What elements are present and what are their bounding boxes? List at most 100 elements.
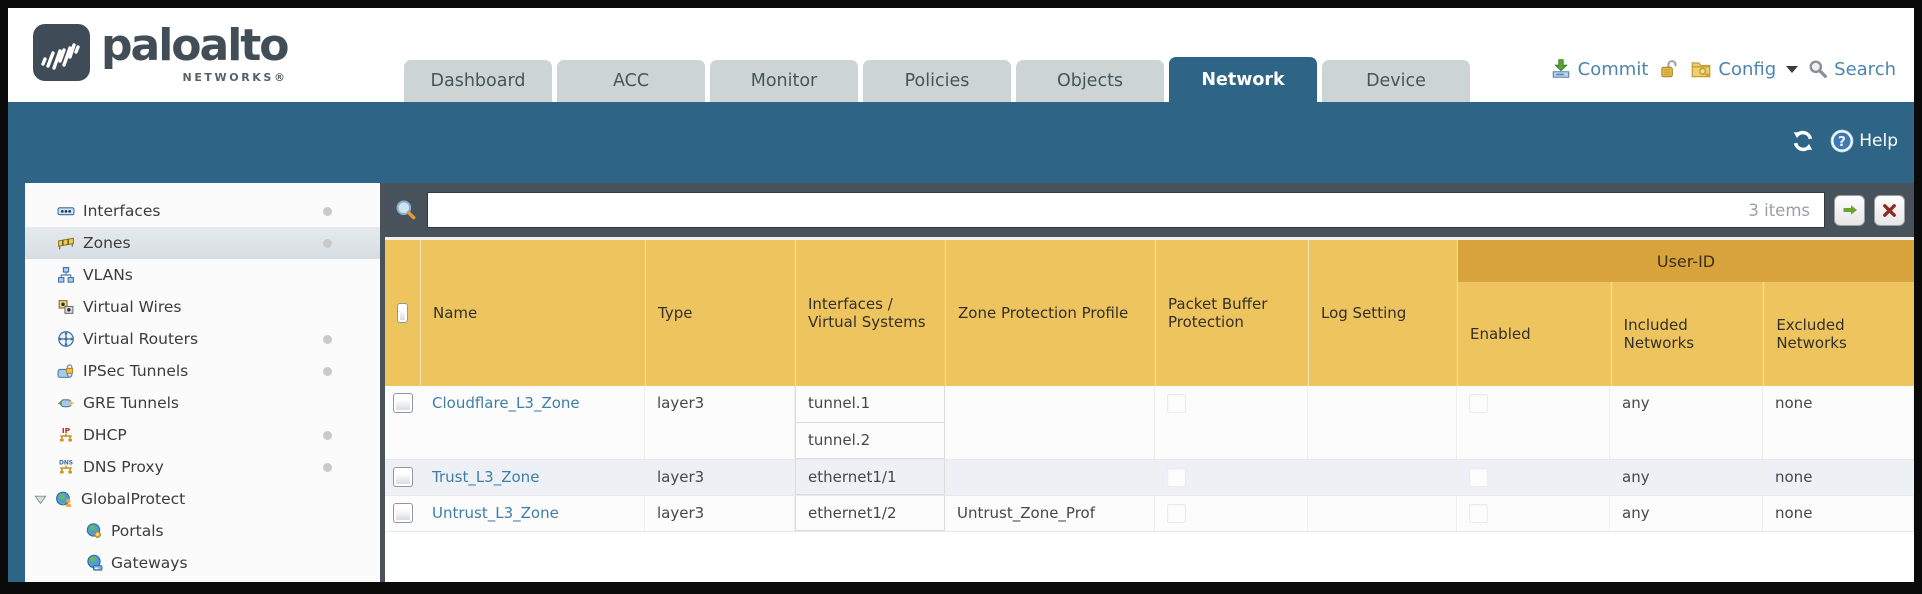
interface-value: tunnel.2 xyxy=(796,423,944,459)
cell-interfaces: ethernet1/1 xyxy=(795,460,945,495)
config-menu[interactable]: Config xyxy=(1690,58,1799,80)
col-header-included-networks[interactable]: Included Networks xyxy=(1610,282,1764,386)
tab-acc[interactable]: ACC xyxy=(557,60,705,102)
user-id-column-group: User-ID Enabled Included Networks Exclud… xyxy=(1457,240,1914,386)
enabled-checkbox xyxy=(1469,468,1488,487)
col-header-name[interactable]: Name xyxy=(420,240,645,386)
filter-input[interactable] xyxy=(428,193,1824,227)
table-header: Name Type Interfaces / Virtual Systems Z… xyxy=(385,240,1914,386)
cell-log-setting xyxy=(1308,496,1457,531)
zone-name-link[interactable]: Trust_L3_Zone xyxy=(432,468,540,486)
tab-monitor[interactable]: Monitor xyxy=(710,60,858,102)
row-checkbox[interactable] xyxy=(392,393,413,413)
table-row: Cloudflare_L3_Zone layer3 tunnel.1 tunne… xyxy=(385,386,1914,460)
expander-icon[interactable] xyxy=(34,493,47,506)
sidebar-item-virtual-wires[interactable]: Virtual Wires xyxy=(25,291,380,323)
arrow-right-icon xyxy=(1843,205,1857,215)
portals-icon xyxy=(86,523,101,538)
cell-packet-buffer-protection xyxy=(1155,496,1308,531)
brand-subtitle: NETWORKS® xyxy=(182,71,288,84)
sidebar-item-label: Interfaces xyxy=(83,202,161,220)
sidebar-item-ipsec-tunnels[interactable]: IPSec Tunnels xyxy=(25,355,380,387)
sidebar: Interfaces Zones VLANs xyxy=(25,183,380,582)
band-actions: ? Help xyxy=(1790,128,1898,154)
cell-packet-buffer-protection xyxy=(1155,460,1308,495)
global-search-button[interactable]: Search xyxy=(1808,59,1896,80)
help-icon: ? xyxy=(1830,129,1854,153)
sidebar-item-interfaces[interactable]: Interfaces xyxy=(25,195,380,227)
svg-text:IP: IP xyxy=(62,426,71,435)
cell-packet-buffer-protection xyxy=(1155,386,1308,459)
sidebar-item-gre-tunnels[interactable]: GRE Tunnels xyxy=(25,387,380,419)
zones-table: Name Type Interfaces / Virtual Systems Z… xyxy=(385,240,1914,532)
sidebar-item-label: Portals xyxy=(111,522,164,540)
sidebar-item-label: GlobalProtect xyxy=(81,490,186,508)
packet-buffer-checkbox xyxy=(1167,468,1186,487)
sidebar-item-gateways[interactable]: Gateways xyxy=(25,547,380,579)
top-bar: paloalto NETWORKS® Dashboard ACC Monitor… xyxy=(8,8,1914,102)
cell-user-id-enabled xyxy=(1457,386,1610,459)
header-select-cell xyxy=(385,240,420,386)
sidebar-item-label: GRE Tunnels xyxy=(83,394,180,412)
table-row: Untrust_L3_Zone layer3 ethernet1/2 Untru… xyxy=(385,496,1914,532)
tab-network[interactable]: Network xyxy=(1169,57,1317,102)
cell-interfaces: tunnel.1 tunnel.2 xyxy=(795,386,945,459)
left-gutter xyxy=(8,183,25,582)
brand-name: paloalto xyxy=(101,20,290,71)
user-id-subcolumns: Enabled Included Networks Excluded Netwo… xyxy=(1458,282,1914,386)
commit-icon xyxy=(1552,59,1569,78)
col-header-log-setting[interactable]: Log Setting xyxy=(1308,240,1457,386)
svg-text:?: ? xyxy=(1838,134,1846,150)
tab-device[interactable]: Device xyxy=(1322,60,1470,102)
apply-filter-button[interactable] xyxy=(1834,194,1865,226)
col-header-zone-protection-profile[interactable]: Zone Protection Profile xyxy=(945,240,1155,386)
gateways-icon xyxy=(87,554,103,571)
row-checkbox[interactable] xyxy=(392,503,413,523)
cell-excluded-networks: none xyxy=(1763,460,1914,495)
virtual-wires-icon xyxy=(58,300,74,314)
tab-objects[interactable]: Objects xyxy=(1016,60,1164,102)
brand-wordmark: paloalto NETWORKS® xyxy=(101,20,290,85)
status-dot xyxy=(323,238,332,248)
cell-included-networks: any xyxy=(1610,496,1763,531)
sidebar-item-virtual-routers[interactable]: Virtual Routers xyxy=(25,323,380,355)
sidebar-item-portals[interactable]: Portals xyxy=(25,515,380,547)
sidebar-item-label: Virtual Wires xyxy=(83,298,182,316)
status-dot xyxy=(323,430,332,440)
cell-log-setting xyxy=(1308,460,1457,495)
sidebar-item-zones[interactable]: Zones xyxy=(25,227,380,259)
filter-input-wrap: 3 items xyxy=(427,192,1825,228)
sidebar-item-vlans[interactable]: VLANs xyxy=(25,259,380,291)
commit-button[interactable]: Commit xyxy=(1550,58,1648,80)
tab-dashboard[interactable]: Dashboard xyxy=(404,60,552,102)
spacer xyxy=(385,237,1914,240)
sidebar-item-dns-proxy[interactable]: DNS DNS Proxy xyxy=(25,451,380,483)
zone-name-link[interactable]: Untrust_L3_Zone xyxy=(432,504,559,522)
lock-icon[interactable] xyxy=(1658,58,1680,80)
config-icon xyxy=(1692,62,1711,78)
cell-excluded-networks: none xyxy=(1763,386,1914,459)
col-header-excluded-networks[interactable]: Excluded Networks xyxy=(1763,282,1914,386)
select-all-checkbox[interactable] xyxy=(397,303,408,323)
status-dot xyxy=(323,206,332,216)
col-header-interfaces[interactable]: Interfaces / Virtual Systems xyxy=(795,240,945,386)
cell-excluded-networks: none xyxy=(1763,496,1914,531)
help-button[interactable]: ? Help xyxy=(1829,128,1898,154)
main-nav-tabs: Dashboard ACC Monitor Policies Objects N… xyxy=(404,57,1470,102)
clear-filter-button[interactable] xyxy=(1874,194,1905,226)
sidebar-item-dhcp[interactable]: IP DHCP xyxy=(25,419,380,451)
cell-included-networks: any xyxy=(1610,386,1763,459)
zone-name-link[interactable]: Cloudflare_L3_Zone xyxy=(432,394,580,412)
refresh-icon[interactable] xyxy=(1790,128,1816,154)
col-header-enabled[interactable]: Enabled xyxy=(1470,325,1531,343)
interface-value: tunnel.1 xyxy=(796,386,944,423)
col-header-type[interactable]: Type xyxy=(645,240,795,386)
zones-icon xyxy=(58,237,74,250)
globalprotect-icon xyxy=(56,491,72,507)
row-checkbox[interactable] xyxy=(392,467,413,487)
main-content: 3 items xyxy=(385,183,1914,582)
tab-policies[interactable]: Policies xyxy=(863,60,1011,102)
cell-interfaces: ethernet1/2 xyxy=(795,496,945,531)
col-header-packet-buffer-protection[interactable]: Packet Buffer Protection xyxy=(1155,240,1308,386)
sidebar-item-globalprotect[interactable]: GlobalProtect xyxy=(25,483,380,515)
